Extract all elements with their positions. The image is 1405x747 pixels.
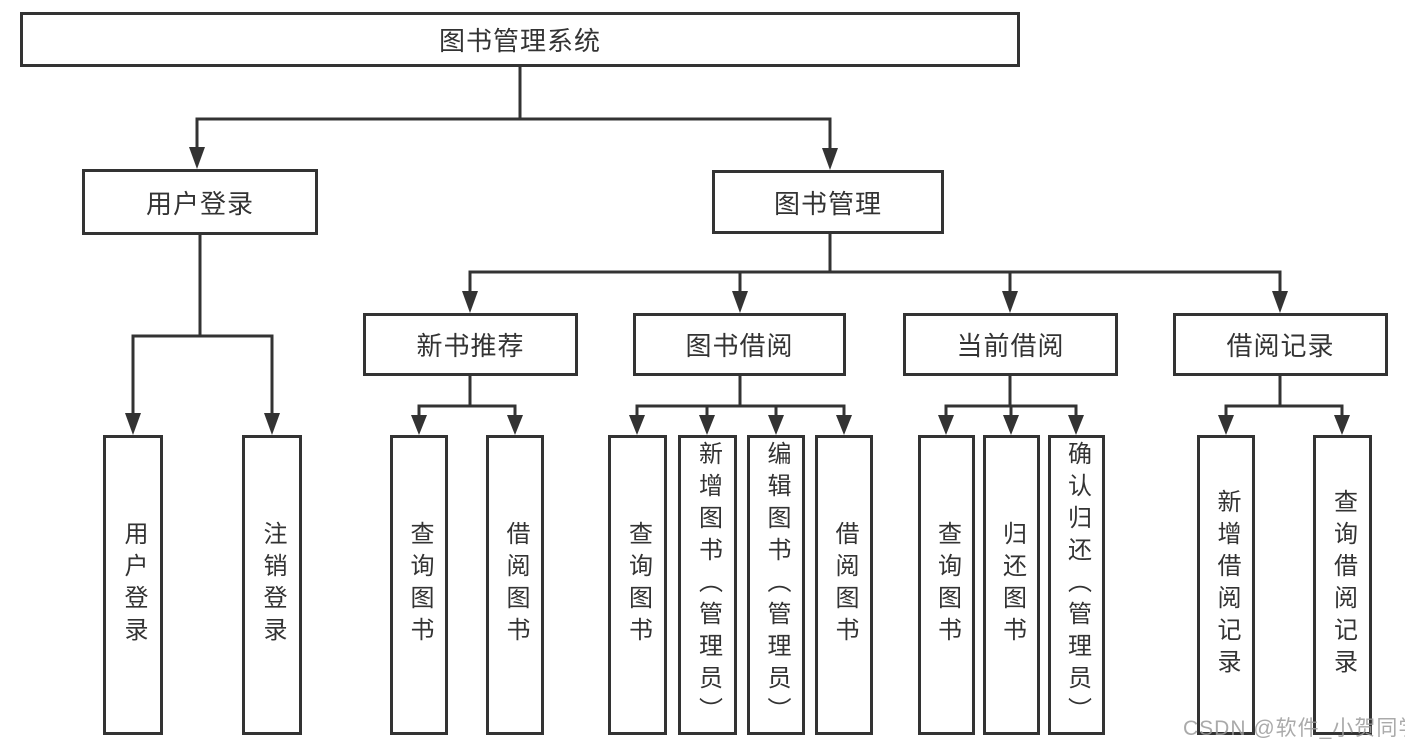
leaf-return-book: 归还图书 <box>983 435 1040 735</box>
leaf-query-books-recommend: 查询图书 <box>390 435 448 735</box>
node-new-book-recommendation: 新书推荐 <box>363 313 578 376</box>
leaf-query-books-borrow: 查询图书 <box>608 435 667 735</box>
leaf-add-book-admin: 新增图书（管理员） <box>678 435 737 735</box>
leaf-add-borrow-record: 新增借阅记录 <box>1197 435 1255 735</box>
leaf-query-books-current: 查询图书 <box>918 435 975 735</box>
node-borrowing-records: 借阅记录 <box>1173 313 1388 376</box>
node-label: 查询图书 <box>933 521 961 649</box>
node-label: 归还图书 <box>998 521 1026 649</box>
node-label: 查询图书 <box>406 521 433 649</box>
node-label: 图书管理 <box>773 188 882 219</box>
node-label: 新书推荐 <box>416 331 525 361</box>
leaf-logout: 注销登录 <box>242 435 302 735</box>
leaf-user-login: 用户登录 <box>103 435 163 735</box>
node-label: 确认归还（管理员） <box>1063 441 1091 729</box>
node-label: 图书管理系统 <box>438 26 601 56</box>
leaf-borrow-books-recommend: 借阅图书 <box>486 435 544 735</box>
node-label: 编辑图书（管理员） <box>763 441 790 729</box>
node-label: 当前借阅 <box>956 331 1065 361</box>
node-label: 借阅记录 <box>1226 331 1335 361</box>
node-current-borrowing: 当前借阅 <box>903 313 1118 376</box>
node-label: 借阅图书 <box>831 521 858 649</box>
node-label: 查询借阅记录 <box>1329 489 1357 681</box>
leaf-confirm-return-admin: 确认归还（管理员） <box>1048 435 1105 735</box>
node-book-management: 图书管理 <box>712 170 944 234</box>
node-label: 图书借阅 <box>685 331 794 361</box>
node-label: 借阅图书 <box>502 521 529 649</box>
node-label: 用户登录 <box>120 521 147 649</box>
node-label: 用户登录 <box>145 188 254 219</box>
leaf-borrow-books: 借阅图书 <box>815 435 873 735</box>
node-label: 新增借阅记录 <box>1213 489 1240 681</box>
node-label: 新增图书（管理员） <box>694 441 722 729</box>
node-library-management-system: 图书管理系统 <box>20 12 1020 67</box>
leaf-query-borrow-record: 查询借阅记录 <box>1313 435 1372 735</box>
node-book-borrowing: 图书借阅 <box>633 313 846 376</box>
node-user-login: 用户登录 <box>82 169 318 235</box>
node-label: 注销登录 <box>259 521 286 649</box>
node-label: 查询图书 <box>624 521 652 649</box>
arrowheads <box>125 147 1350 435</box>
leaf-edit-book-admin: 编辑图书（管理员） <box>747 435 805 735</box>
